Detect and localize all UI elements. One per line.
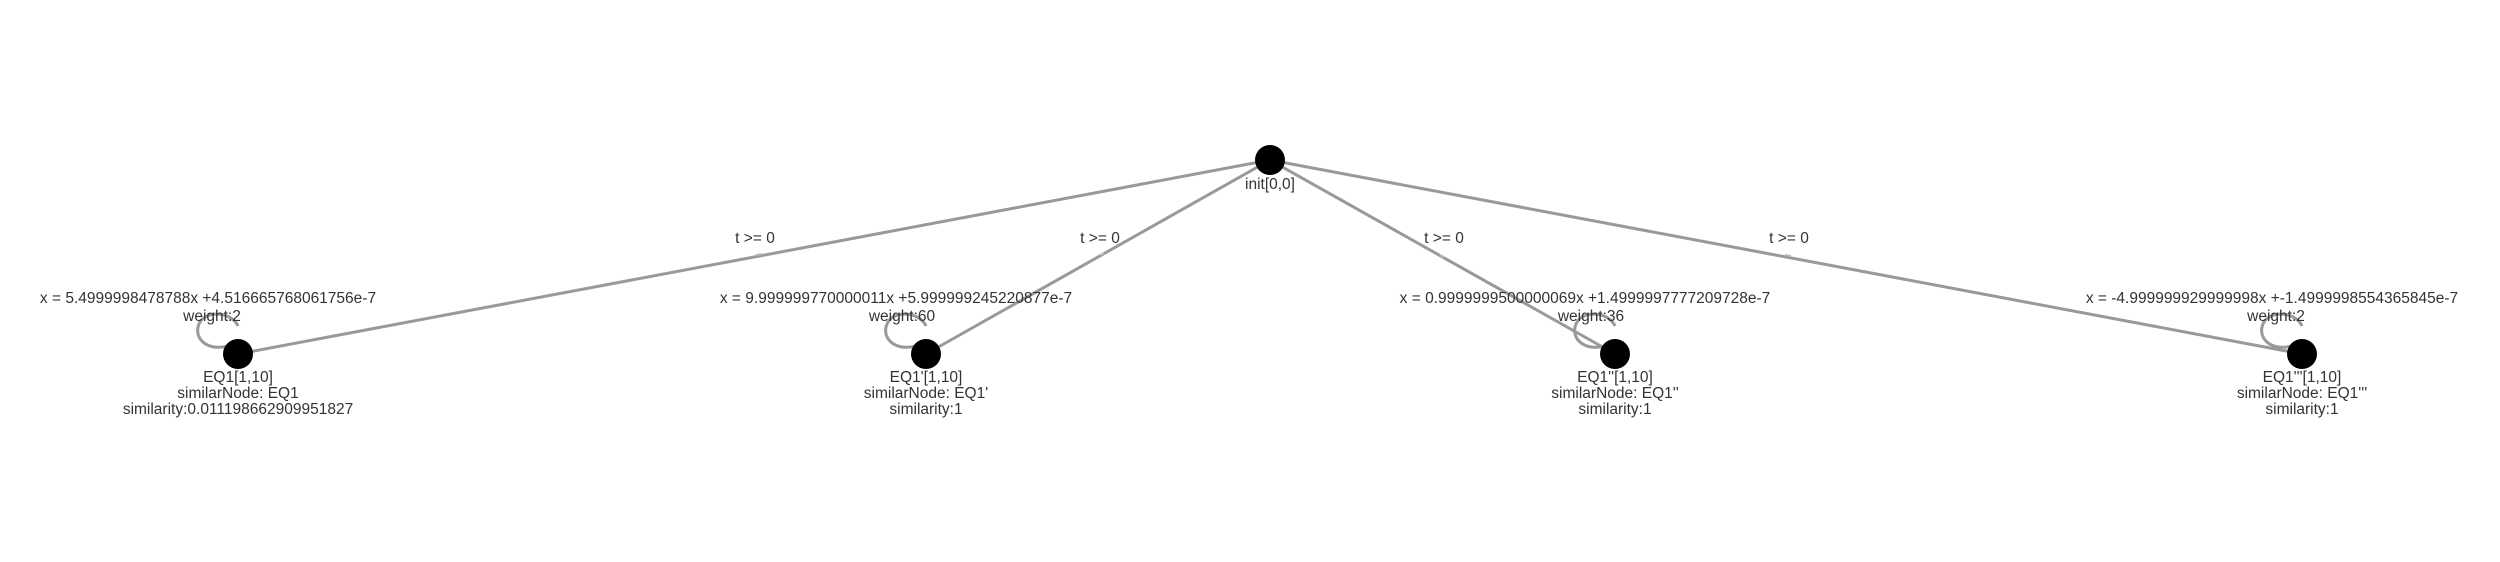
node-similar-eq1p: similarNode: EQ1' [864, 385, 988, 402]
node-name-eq1: EQ1[1,10] [203, 369, 273, 386]
node-similar-eq1: similarNode: EQ1 [177, 385, 298, 402]
node-weight-eq1: weight:2 [182, 308, 241, 325]
self-loops [196, 312, 2304, 349]
edge-mark-eq1pp [1439, 254, 1445, 258]
edge-root-eq1ppp[interactable] [1269, 158, 2303, 356]
node-name-eq1ppp: EQ1'''[1,10] [2263, 369, 2342, 386]
self-loop-eq1p[interactable] [884, 312, 928, 349]
node-eq1pp[interactable]: x = 0.9999999500000069x +1.4999997777209… [1400, 290, 1771, 418]
node-similar-eq1pp: similarNode: EQ1'' [1551, 385, 1678, 402]
node-label-root: init[0,0] [1245, 176, 1295, 193]
node-weight-eq1p: weight:60 [868, 308, 936, 325]
self-loop-eq1pp[interactable] [1573, 312, 1617, 349]
node-similarity-eq1pp: similarity:1 [1578, 401, 1651, 418]
node-similarity-eq1ppp: similarity:1 [2265, 401, 2338, 418]
edge-root-eq1p[interactable] [925, 158, 1271, 356]
node-equation-eq1pp: x = 0.9999999500000069x +1.4999997777209… [1400, 290, 1771, 307]
node-dot-eq1pp[interactable] [1600, 339, 1630, 369]
node-eq1p[interactable]: x = 9.999999770000011x +5.99999924522087… [720, 290, 1072, 418]
edge-mark-eq1ppp [1784, 254, 1792, 257]
self-loop-eq1ppp[interactable] [2260, 312, 2304, 349]
node-similar-eq1ppp: similarNode: EQ1''' [2237, 385, 2367, 402]
edge-labels: t >= 0 t >= 0 t >= 0 t >= 0 [735, 230, 1809, 247]
node-eq1[interactable]: x = 5.4999998478788x +4.516665768061756e… [40, 290, 376, 418]
edge-label-eq1ppp: t >= 0 [1769, 230, 1809, 247]
node-weight-eq1ppp: weight:2 [2246, 308, 2305, 325]
node-equation-eq1: x = 5.4999998478788x +4.516665768061756e… [40, 290, 376, 307]
node-equation-eq1ppp: x = -4.999999929999998x +-1.499999855436… [2086, 290, 2458, 307]
edge-mark-eq1p [1099, 252, 1105, 256]
edge-root-eq1[interactable] [237, 158, 1271, 356]
node-weight-eq1pp: weight:36 [1557, 308, 1624, 325]
node-dot-eq1p[interactable] [911, 339, 941, 369]
node-name-eq1p: EQ1'[1,10] [890, 369, 963, 386]
node-similarity-eq1: similarity:0.011198662909951827 [123, 401, 353, 418]
self-loop-eq1[interactable] [196, 312, 240, 349]
node-dot-eq1[interactable] [223, 339, 253, 369]
node-dot-root[interactable] [1255, 145, 1285, 175]
node-dot-eq1ppp[interactable] [2287, 339, 2317, 369]
node-similarity-eq1p: similarity:1 [889, 401, 962, 418]
node-root[interactable]: init[0,0] [1245, 145, 1295, 193]
node-name-eq1pp: EQ1''[1,10] [1577, 369, 1653, 386]
node-eq1ppp[interactable]: x = -4.999999929999998x +-1.499999855436… [2086, 290, 2458, 418]
edges [237, 158, 2303, 356]
edge-label-eq1pp: t >= 0 [1424, 230, 1464, 247]
edge-label-eq1: t >= 0 [735, 230, 775, 247]
node-equation-eq1p: x = 9.999999770000011x +5.99999924522087… [720, 290, 1072, 307]
edge-mark-eq1 [755, 253, 763, 256]
edge-label-eq1p: t >= 0 [1080, 230, 1120, 247]
